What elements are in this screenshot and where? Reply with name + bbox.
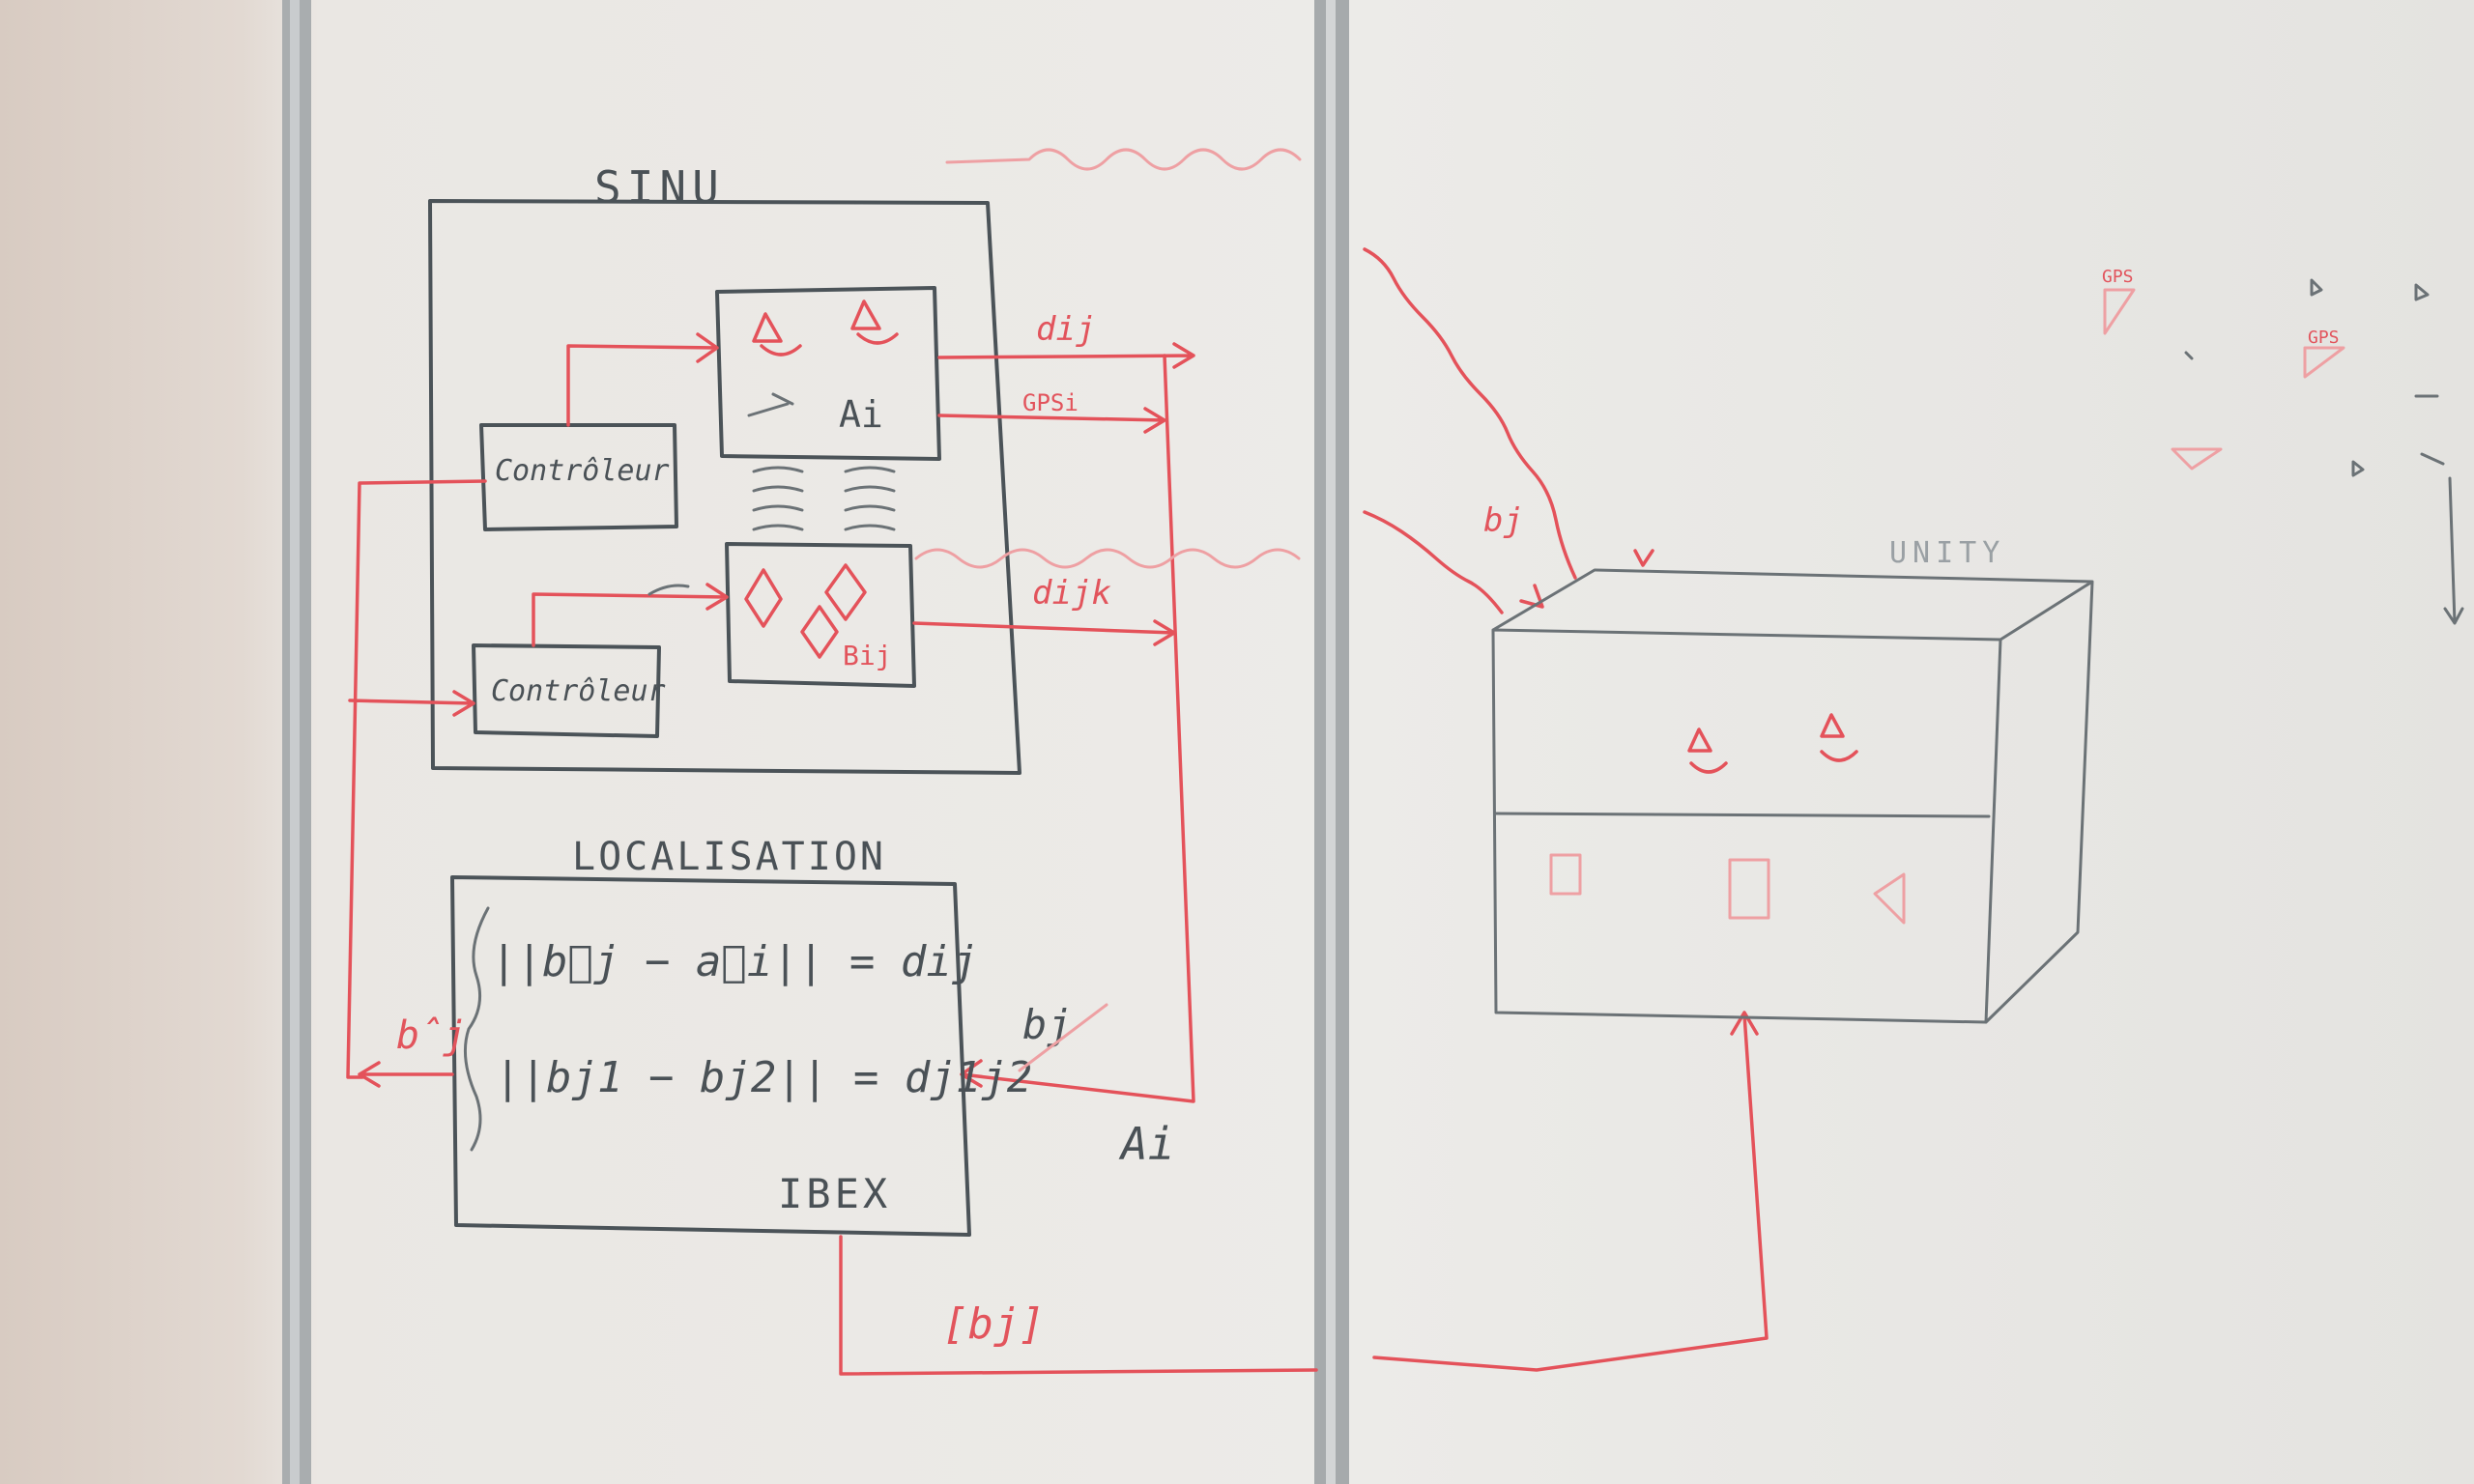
d-ijk-label: dijk [1032, 574, 1111, 613]
d-ij-label: dij [1036, 310, 1095, 349]
b-ij-box [725, 542, 916, 688]
equation-2: ||bj1 − bj2|| = dj1j2 [495, 1053, 1032, 1102]
unity-gps-label: GPS [2308, 328, 2340, 348]
localisation-title: LOCALISATION [572, 835, 886, 879]
ibex-label: IBEX [778, 1170, 891, 1217]
gps-note-label: GPS [2102, 267, 2134, 287]
b-hat-label: b̂j [396, 1013, 466, 1058]
controleur-label-2: Contrôleur [491, 674, 666, 708]
a-i-label: Ai [839, 393, 883, 436]
unity-box [1491, 568, 2094, 1024]
gps-i-label: GPSi [1022, 389, 1079, 416]
controleur-label-1: Contrôleur [495, 454, 670, 488]
b-ij-label: Bij [843, 640, 892, 671]
controleur-box-1 [479, 423, 678, 531]
b-j-crossed-label: bj [1022, 1001, 1072, 1048]
localisation-box [450, 875, 971, 1237]
sinu-title: SINU [594, 161, 725, 214]
a-i-output-label: Ai [1118, 1118, 1174, 1170]
unity-title: UNITY [1889, 536, 2005, 570]
b-j-label: bj [1483, 501, 1523, 540]
equation-1: ||b⃗j − a⃗i|| = dij [491, 937, 977, 986]
a-i-box [715, 286, 941, 461]
sinu-box [428, 199, 1021, 775]
b-j-bracket-label: [bj] [942, 1299, 1045, 1349]
